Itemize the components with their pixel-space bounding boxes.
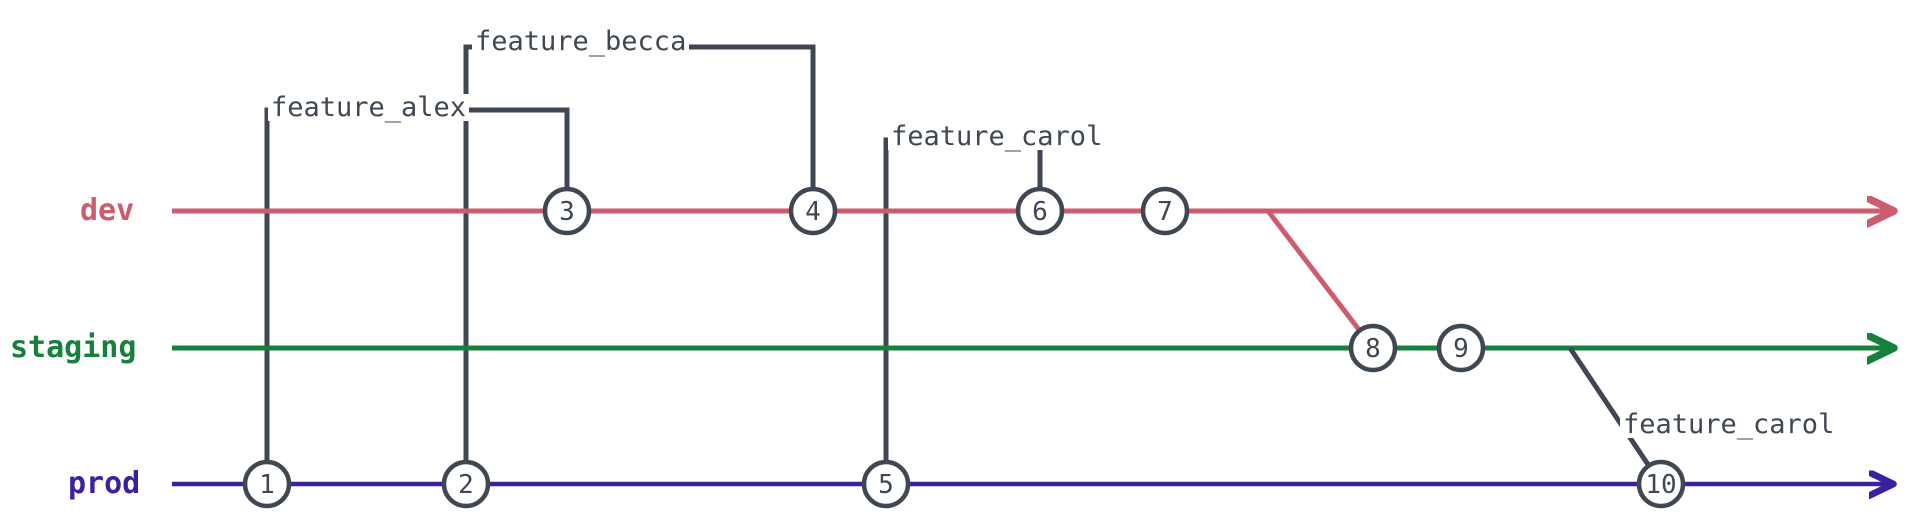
commit-node-3[interactable] (542, 186, 592, 236)
branch-label-dev: dev (80, 193, 135, 228)
feature-bracket-feature_becca (463, 44, 816, 484)
feature-branch-label-feature_becca: feature_becca (472, 28, 690, 55)
merge-edge-dev-to-staging-merge (1266, 209, 1375, 350)
commit-node-8[interactable] (1348, 323, 1398, 373)
merge-edge-label-staging-to-prod-branch: feature_carol (1620, 411, 1838, 438)
branch-label-prod: prod (68, 466, 141, 501)
commit-node-group (242, 186, 1686, 509)
feature-bracket-feature_carol (883, 137, 1043, 484)
commit-node-4[interactable] (788, 186, 838, 236)
merge-edge-staging-to-prod-branch (1567, 346, 1664, 486)
commit-node-5[interactable] (861, 459, 911, 509)
commit-node-7[interactable] (1140, 186, 1190, 236)
commit-node-2[interactable] (441, 459, 491, 509)
feature-bracket-feature_alex (264, 107, 570, 484)
feature-branch-label-feature_carol: feature_carol (888, 123, 1106, 150)
commit-node-9[interactable] (1436, 323, 1486, 373)
merge-edge-group (1266, 209, 1664, 486)
branch-label-staging: staging (10, 330, 137, 365)
commit-node-1[interactable] (242, 459, 292, 509)
commit-node-6[interactable] (1015, 186, 1065, 236)
commit-node-10[interactable] (1636, 459, 1686, 509)
feature-branch-label-feature_alex: feature_alex (268, 94, 470, 121)
